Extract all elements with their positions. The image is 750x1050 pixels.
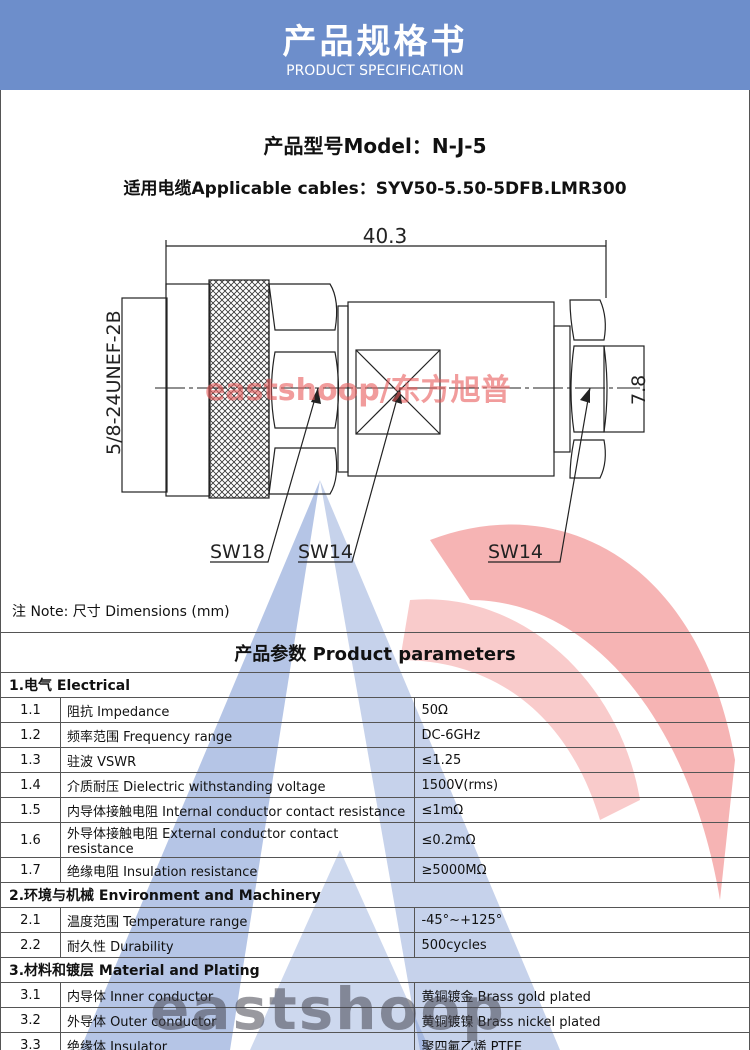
- section-title: 1.电气 Electrical: [0, 672, 750, 698]
- row-value: 500cycles: [414, 932, 750, 958]
- row-name: 驻波 VSWR: [59, 747, 416, 773]
- section-row: 1.电气 Electrical: [0, 672, 750, 698]
- applicable-cables-line: 适用电缆Applicable cables：SYV50-5.50-5DFB.LM…: [123, 179, 627, 199]
- table-row: 3.3 绝缘体 Insulator 聚四氟乙烯 PTFE: [0, 1032, 750, 1050]
- table-row: 2.1 温度范围 Temperature range -45°~+125°: [0, 907, 750, 933]
- table-row: 1.2 频率范围 Frequency range DC-6GHz: [0, 722, 750, 748]
- row-number: 1.1: [0, 697, 61, 723]
- table-row: 3.1 内导体 Inner conductor 黄铜镀金 Brass gold …: [0, 982, 750, 1008]
- row-value: ≥5000MΩ: [414, 857, 750, 883]
- table-row: 1.6 外导体接触电阻 External conductor contact r…: [0, 822, 750, 858]
- section-title: 2.环境与机械 Environment and Machinery: [0, 882, 750, 908]
- table-row: 1.1 阻抗 Impedance 50Ω: [0, 697, 750, 723]
- row-value: ≤0.2mΩ: [414, 822, 750, 858]
- row-number: 2.2: [0, 932, 61, 958]
- cable-diameter-label: 7.8: [628, 375, 650, 405]
- params-title-row: 产品参数 Product parameters: [0, 632, 750, 673]
- table-row: 2.2 耐久性 Durability 500cycles: [0, 932, 750, 958]
- row-name: 外导体 Outer conductor: [59, 1007, 416, 1033]
- header-title: 产品规格书: [282, 22, 468, 62]
- row-value: 黄铜镀镍 Brass nickel plated: [414, 1007, 750, 1033]
- row-number: 3.1: [0, 982, 61, 1008]
- header-subtitle: PRODUCT SPECIFICATION: [286, 63, 464, 79]
- watermark-bottom: eastshoop: [150, 975, 506, 1043]
- row-number: 3.2: [0, 1007, 61, 1033]
- connector-drawing: 40.3 5/8-24UNEF-2B 7.8 SW18 SW14 SW14: [103, 224, 650, 563]
- section-row: 3.材料和镀层 Material and Plating: [0, 957, 750, 983]
- parameters-table: 产品参数 Product parameters 1.电气 Electrical …: [0, 632, 750, 1050]
- row-name: 阻抗 Impedance: [59, 697, 416, 723]
- table-row: 1.4 介质耐压 Dielectric withstanding voltage…: [0, 772, 750, 798]
- row-value: 50Ω: [414, 697, 750, 723]
- row-value: ≤1mΩ: [414, 797, 750, 823]
- row-value: 黄铜镀金 Brass gold plated: [414, 982, 750, 1008]
- params-title: 产品参数 Product parameters: [0, 632, 750, 673]
- row-number: 1.5: [0, 797, 61, 823]
- row-value: DC-6GHz: [414, 722, 750, 748]
- row-value: -45°~+125°: [414, 907, 750, 933]
- section-row: 2.环境与机械 Environment and Machinery: [0, 882, 750, 908]
- dimension-note: 注 Note: 尺寸 Dimensions (mm): [12, 604, 230, 620]
- table-row: 1.3 驻波 VSWR ≤1.25: [0, 747, 750, 773]
- row-name: 绝缘电阻 Insulation resistance: [59, 857, 416, 883]
- table-row: 1.7 绝缘电阻 Insulation resistance ≥5000MΩ: [0, 857, 750, 883]
- row-number: 1.7: [0, 857, 61, 883]
- watermark-top: eastshoop/东方旭普: [205, 373, 511, 408]
- row-number: 1.4: [0, 772, 61, 798]
- dim-overall-length: 40.3: [363, 224, 408, 248]
- row-name: 温度范围 Temperature range: [59, 907, 416, 933]
- model-line: 产品型号Model：N-J-5: [263, 134, 487, 158]
- row-value: ≤1.25: [414, 747, 750, 773]
- row-name: 内导体接触电阻 Internal conductor contact resis…: [59, 797, 416, 823]
- row-name: 外导体接触电阻 External conductor contact resis…: [59, 822, 416, 858]
- sw-label-3: SW14: [488, 541, 543, 563]
- sw-label-1: SW18: [210, 541, 265, 563]
- page-header: 产品规格书 PRODUCT SPECIFICATION: [0, 0, 750, 90]
- row-name: 耐久性 Durability: [59, 932, 416, 958]
- table-row: 3.2 外导体 Outer conductor 黄铜镀镍 Brass nicke…: [0, 1007, 750, 1033]
- row-number: 1.6: [0, 822, 61, 858]
- table-row: 1.5 内导体接触电阻 Internal conductor contact r…: [0, 797, 750, 823]
- thread-spec-label: 5/8-24UNEF-2B: [103, 310, 125, 455]
- row-number: 3.3: [0, 1032, 61, 1050]
- sw-label-2: SW14: [298, 541, 353, 563]
- row-value: 聚四氟乙烯 PTFE: [414, 1032, 750, 1050]
- row-value: 1500V(rms): [414, 772, 750, 798]
- row-number: 1.2: [0, 722, 61, 748]
- row-name: 介质耐压 Dielectric withstanding voltage: [59, 772, 416, 798]
- row-number: 1.3: [0, 747, 61, 773]
- section-title: 3.材料和镀层 Material and Plating: [0, 957, 750, 983]
- row-number: 2.1: [0, 907, 61, 933]
- row-name: 频率范围 Frequency range: [59, 722, 416, 748]
